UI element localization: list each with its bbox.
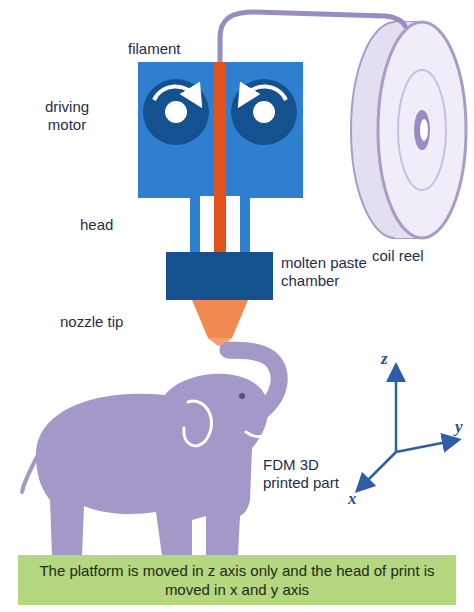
part-label: head	[80, 216, 113, 234]
print-head	[138, 62, 303, 346]
band-text: The platform is moved in z axis only and…	[32, 561, 442, 599]
part-label: molten paste chamber	[281, 254, 381, 290]
platform-band: The platform is moved in z axis only and…	[18, 555, 456, 605]
part-label: nozzle tip	[60, 313, 123, 331]
part-label: driving motor	[34, 98, 100, 134]
axis-label: z	[381, 350, 388, 368]
part-label: coil reel	[372, 247, 424, 265]
part-label: filament	[128, 40, 181, 58]
axis-triad	[362, 372, 452, 486]
axis-label: x	[348, 490, 357, 508]
axis-label: y	[455, 418, 463, 436]
part-label: FDM 3D printed part	[263, 456, 359, 492]
elephant-part	[22, 350, 279, 556]
filament-line	[220, 12, 405, 70]
coil-reel	[351, 22, 466, 238]
